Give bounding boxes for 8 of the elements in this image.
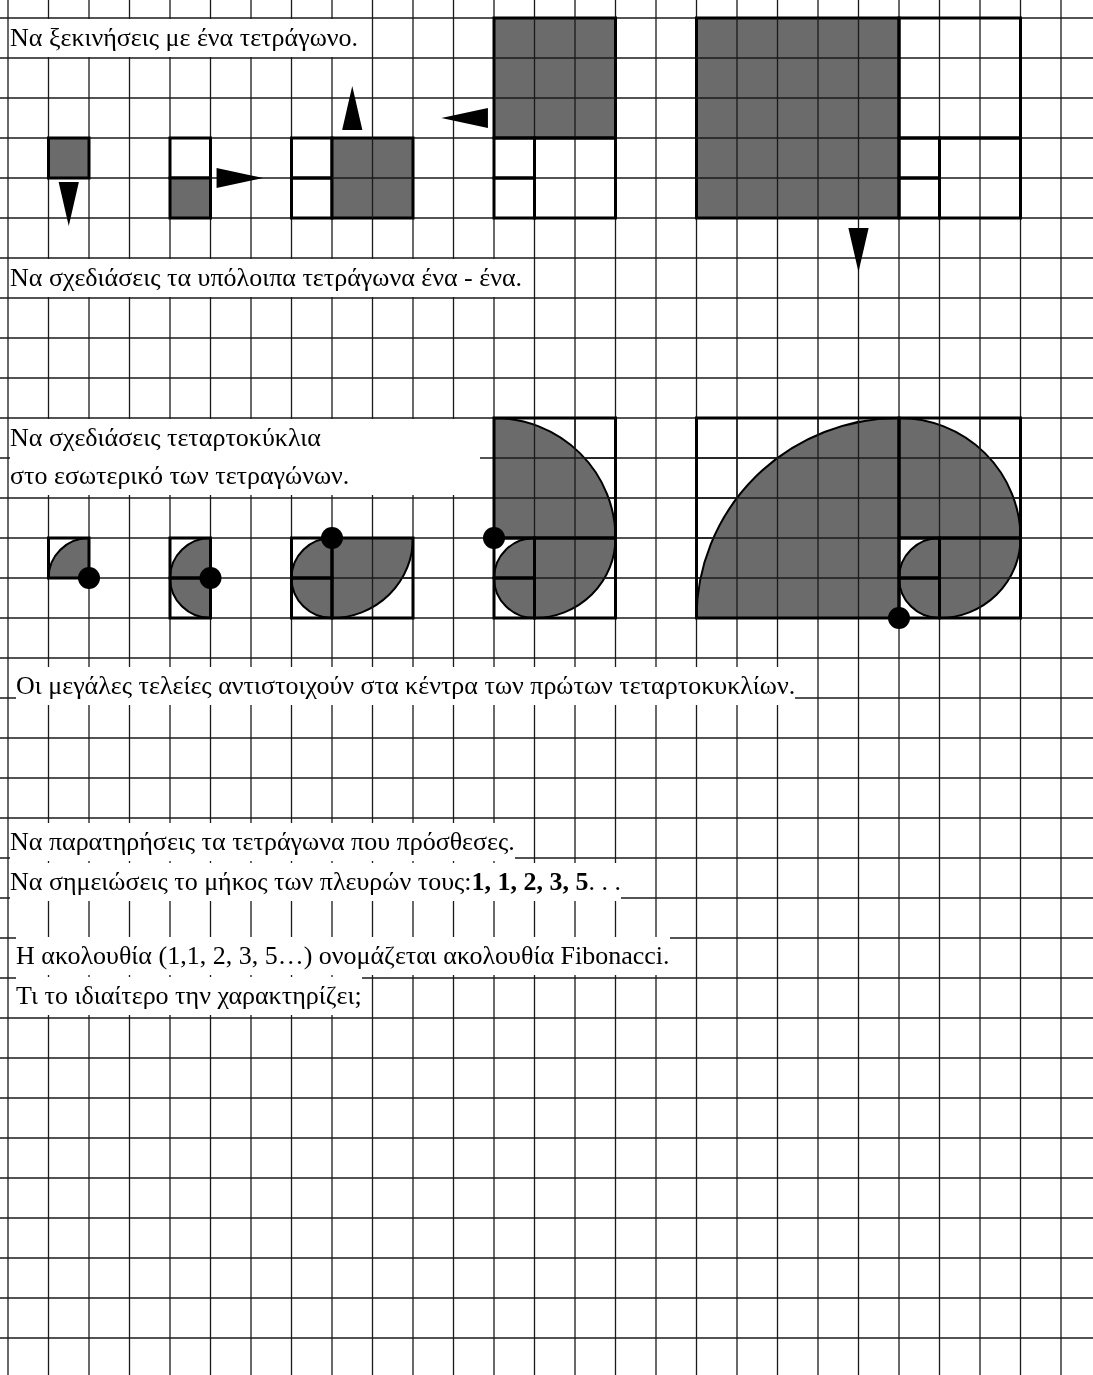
instruction-text: Οι μεγάλες τελείες αντιστοιχούν στα κέντρα των πρώτων τεταρτοκυκλίων. [16,667,796,705]
instruction-text: Να ξεκινήσεις με ένα τετράγωνο. [10,19,358,57]
instruction-text: Η ακολουθία (1,1, 2, 3, 5…) ονομάζεται ακολουθία Fibonacci. [16,937,670,975]
instruction-text: Τι το ιδιαίτερο την χαρακτηρίζει; [16,977,362,1015]
instruction-text: Να σχεδιάσεις τα υπόλοιπα τετράγωνα ένα - ένα. [10,259,523,297]
instruction-text: Να σχεδιάσεις τεταρτοκύκλια στο εσωτερικό των τετραγώνων. [10,419,480,495]
instruction-text: Να παρατηρήσεις τα τετράγωνα που πρόσθεσες. [10,823,515,861]
instruction-text: Να σημειώσεις το μήκος των πλευρών τους:1, 1, 2, 3, 5. . . [10,863,622,901]
